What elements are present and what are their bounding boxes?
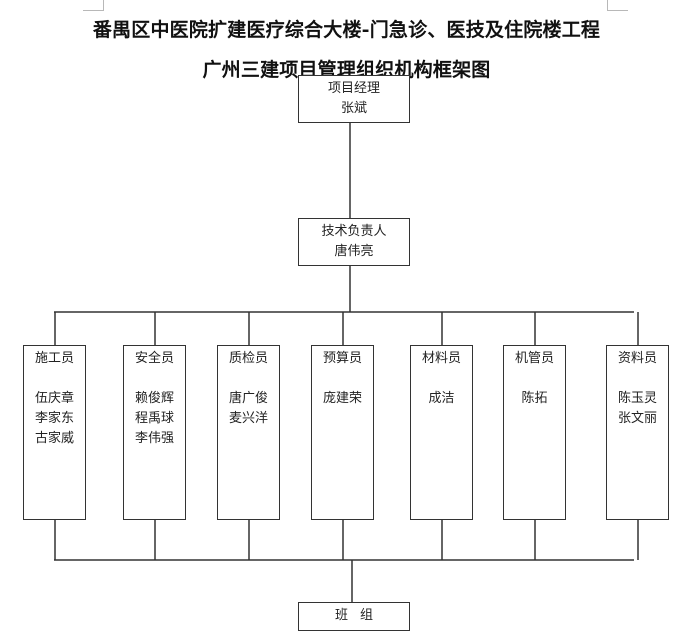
page-corner-mark-left: [83, 0, 104, 11]
role-title: 预算员: [322, 351, 362, 366]
role-members: 赖俊辉程禹球李伟强: [124, 389, 185, 449]
project-manager-name: 张斌: [340, 101, 367, 116]
member-name: 赖俊辉: [134, 391, 174, 406]
project-manager-role: 项目经理: [327, 81, 380, 96]
team-label: 班组: [334, 608, 385, 623]
member-name: 成洁: [428, 391, 455, 406]
role-title: 施工员: [34, 351, 74, 366]
role-members: 唐广俊麦兴洋: [218, 389, 279, 429]
technical-lead-name: 唐伟亮: [334, 244, 374, 259]
role-box: 材料员成洁: [410, 345, 473, 520]
role-box: 施工员伍庆章李家东古家威: [23, 345, 86, 520]
role-members: 伍庆章李家东古家威: [24, 389, 85, 449]
role-title: 机管员: [514, 351, 554, 366]
technical-lead-box: 技术负责人 唐伟亮: [298, 218, 410, 266]
project-manager-box: 项目经理 张斌: [298, 75, 410, 123]
role-title: 安全员: [134, 351, 174, 366]
member-name: 陈玉灵: [617, 391, 657, 406]
member-name: 唐广俊: [228, 391, 268, 406]
technical-lead-role: 技术负责人: [321, 224, 387, 239]
member-name: 程禹球: [134, 411, 174, 426]
member-name: 庞建荣: [322, 391, 362, 406]
role-box: 资料员陈玉灵张文丽: [606, 345, 669, 520]
role-members: 庞建荣: [312, 389, 373, 409]
role-box: 安全员赖俊辉程禹球李伟强: [123, 345, 186, 520]
role-members: 成洁: [411, 389, 472, 409]
member-name: 陈拓: [521, 391, 548, 406]
member-name: 麦兴洋: [228, 411, 268, 426]
diagram-subtitle: 广州三建项目管理组织机构框架图: [202, 59, 491, 81]
member-name: 古家威: [34, 431, 74, 446]
role-members: 陈玉灵张文丽: [607, 389, 668, 429]
role-title: 资料员: [617, 351, 657, 366]
member-name: 伍庆章: [34, 391, 74, 406]
member-name: 李家东: [34, 411, 74, 426]
diagram-title: 番禺区中医院扩建医疗综合大楼-门急诊、医技及住院楼工程: [92, 19, 601, 41]
role-members: 陈拓: [504, 389, 565, 409]
member-name: 张文丽: [617, 411, 657, 426]
role-title: 材料员: [421, 351, 461, 366]
member-name: 李伟强: [134, 431, 174, 446]
team-box: 班组: [298, 602, 410, 631]
role-box: 机管员陈拓: [503, 345, 566, 520]
role-title: 质检员: [228, 351, 268, 366]
page-corner-mark-right: [607, 0, 628, 11]
role-box: 质检员唐广俊麦兴洋: [217, 345, 280, 520]
role-box: 预算员庞建荣: [311, 345, 374, 520]
